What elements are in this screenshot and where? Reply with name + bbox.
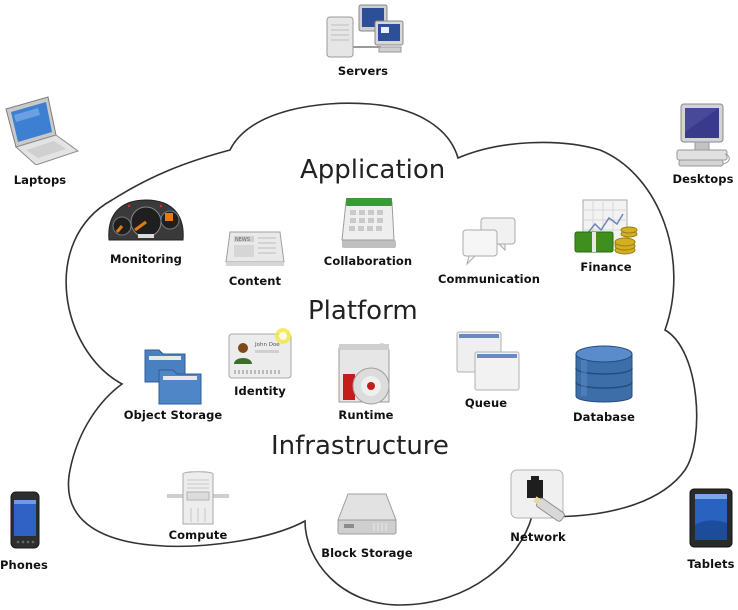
server-tower-icon: [167, 471, 229, 525]
service-block-storage[interactable]: Block Storage: [314, 490, 420, 560]
hard-drive-icon: [337, 493, 397, 535]
service-content-label: Content: [228, 274, 282, 288]
service-object-storage-label: Object Storage: [123, 408, 223, 422]
client-laptops-label: Laptops: [13, 173, 67, 187]
service-queue-label: Queue: [464, 396, 508, 410]
laptop-icon: [5, 96, 80, 165]
service-communication[interactable]: Communication: [432, 216, 546, 286]
layer-title-platform: Platform: [308, 296, 418, 326]
cloud-shape: [65, 102, 698, 606]
service-database-label: Database: [572, 410, 635, 424]
service-compute[interactable]: Compute: [160, 470, 236, 542]
phone-icon: [10, 491, 40, 549]
network-port-icon: [510, 469, 565, 522]
service-communication-label: Communication: [437, 272, 541, 286]
service-monitoring[interactable]: Monitoring: [104, 196, 188, 266]
id-card-icon: John Doe: [228, 328, 292, 379]
svg-text:NEWS: NEWS: [235, 237, 250, 243]
service-compute-label: Compute: [168, 528, 228, 542]
folders-icon: [144, 349, 202, 405]
service-database[interactable]: Database: [566, 344, 642, 424]
database-icon: [575, 345, 633, 403]
calendar-icon: [341, 198, 396, 248]
service-finance-label: Finance: [580, 260, 632, 274]
client-phones-label: Phones: [0, 558, 48, 572]
service-finance[interactable]: Finance: [570, 196, 642, 274]
service-network[interactable]: Network: [500, 466, 576, 544]
desktop-icon: [676, 103, 730, 167]
client-tablets[interactable]: Tablets: [684, 487, 738, 571]
service-identity[interactable]: John Doe Identity: [224, 326, 296, 398]
software-package-icon: [338, 343, 390, 405]
layer-title-infrastructure: Infrastructure: [271, 431, 449, 461]
service-object-storage[interactable]: Object Storage: [118, 344, 228, 422]
service-block-storage-label: Block Storage: [321, 546, 413, 560]
servers-icon: [326, 4, 404, 58]
client-desktops[interactable]: Desktops: [668, 102, 738, 186]
client-servers-label: Servers: [337, 64, 389, 78]
service-collaboration[interactable]: Collaboration: [320, 196, 416, 268]
layer-title-application: Application: [300, 155, 446, 185]
service-monitoring-label: Monitoring: [110, 252, 182, 266]
service-runtime[interactable]: Runtime: [330, 342, 402, 422]
windows-stack-icon: [456, 331, 520, 391]
client-servers[interactable]: Servers: [318, 3, 408, 78]
client-tablets-label: Tablets: [687, 557, 735, 571]
service-network-label: Network: [510, 530, 566, 544]
id-card-name: John Doe: [254, 342, 280, 348]
client-laptops[interactable]: Laptops: [0, 95, 80, 187]
service-queue[interactable]: Queue: [448, 330, 524, 410]
service-collaboration-label: Collaboration: [323, 254, 413, 268]
client-desktops-label: Desktops: [672, 172, 734, 186]
tablet-icon: [689, 488, 733, 548]
client-phones[interactable]: Phones: [0, 490, 50, 572]
dashboard-gauge-icon: [108, 199, 184, 241]
service-content[interactable]: NEWS Content: [220, 228, 290, 288]
service-identity-label: Identity: [234, 384, 286, 398]
service-runtime-label: Runtime: [338, 408, 394, 422]
money-chart-icon: [574, 199, 638, 255]
chat-bubbles-icon: [462, 217, 516, 266]
newspaper-icon: NEWS: [225, 231, 285, 266]
